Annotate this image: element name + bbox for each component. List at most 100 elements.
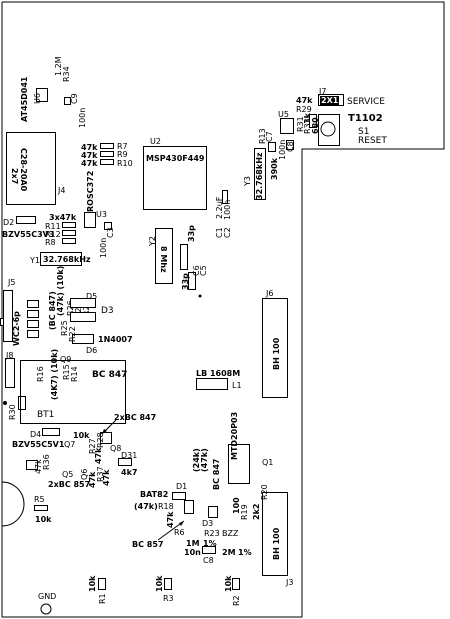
q8-footprint [100, 432, 112, 444]
bt1-ref: BT1 [37, 410, 55, 420]
u5-footprint [280, 118, 294, 134]
mtd-footprint [228, 444, 250, 484]
c1-footprint [222, 190, 228, 204]
r33-footprint [309, 114, 317, 128]
r11-ref: R11 [45, 222, 61, 231]
r-array-value-a: (47k) (10k) [56, 265, 65, 316]
d2-footprint [16, 216, 36, 224]
r20-value: 2k2 [252, 503, 261, 520]
r7-ref: R7 [117, 142, 128, 151]
j8-connector [5, 358, 15, 388]
d4-part: BZV55C5V1 [12, 440, 65, 449]
c7-footprint [268, 142, 276, 152]
d3b-footprint [208, 506, 218, 518]
r-1pct: 1% [203, 539, 217, 548]
r36-ref: R36 [42, 454, 51, 470]
bt1-footprint [20, 360, 126, 424]
d5-ref: D5 [86, 292, 98, 301]
d3-ref: D3 [101, 306, 114, 316]
r12-ref: R12 [45, 230, 61, 239]
r7-value: 47k [81, 143, 98, 152]
r8-ref: R8 [45, 238, 56, 247]
j4-part: C28-20A0 [19, 148, 28, 192]
j6-part: BH 100 [272, 337, 281, 370]
r23b-ref: R23 [204, 529, 220, 538]
r5-value: 10k [35, 515, 52, 524]
d6-ref: D6 [86, 346, 98, 355]
c3-ref: C3 [106, 227, 115, 238]
r6-ref: R6 [174, 528, 185, 537]
r5-footprint [34, 505, 48, 511]
q5-ref: Q5 [62, 470, 74, 479]
q9-part: BC 847 [92, 370, 128, 380]
j7-part: 2X1 [320, 96, 340, 105]
r9-footprint [100, 151, 114, 157]
bc847-vert: BC 847 [212, 458, 221, 490]
d4-footprint [42, 428, 60, 436]
r30-ref: R30 [8, 404, 17, 420]
r-array-value-b: (4K7) (10k) [50, 348, 59, 400]
r34-ref: R34 [62, 66, 71, 82]
r6-value: 47k [166, 511, 175, 528]
bat82-part: BAT82 [140, 490, 169, 499]
s1-ref: S1 [358, 127, 370, 137]
d2-part: BZV55C3V3 [2, 230, 55, 239]
u3-footprint [84, 212, 96, 228]
r1-footprint [98, 578, 106, 590]
r30-footprint [18, 396, 26, 410]
d6-part: 1N4007 [98, 335, 133, 344]
q9-ref: Q9 [60, 355, 72, 364]
r19-ref: R19 [240, 504, 249, 520]
y2-value: 8 Mhz [159, 246, 168, 273]
r-k6-value: 47k [102, 469, 111, 486]
j8-ref: J8 [6, 351, 14, 360]
r-1m-value: 1M [186, 539, 200, 548]
r14-ref: R14 [70, 366, 79, 382]
c5-ref: C5 [199, 265, 208, 276]
r11-footprint [62, 222, 76, 228]
j5-pin [0, 318, 4, 326]
s1-reset-label: RESET [358, 136, 387, 146]
d1-footprint [172, 492, 186, 500]
s1-footprint [318, 114, 340, 146]
r2-ref: R2 [232, 595, 241, 606]
u6-footprint [36, 88, 48, 102]
r5-ref: R5 [34, 495, 45, 504]
r26-footprint [27, 300, 39, 308]
j7-ref: J7 [319, 87, 327, 96]
c9-ref: C9 [70, 93, 79, 104]
j5-ref: J5 [8, 278, 16, 287]
d3-footprint [70, 312, 96, 322]
c9-value: 100n [78, 107, 87, 128]
r9-value: 47k [81, 151, 98, 160]
d2-ref: D2 [3, 218, 15, 227]
c8-footprint [202, 546, 216, 554]
d31-footprint [118, 458, 132, 466]
u2-ref: U2 [150, 137, 161, 146]
j5-part: WC2-6p [12, 311, 21, 346]
y1-value: 32.768kHz [43, 255, 91, 264]
bc857-label: BC 857 [132, 540, 164, 549]
d4-ref: D4 [30, 430, 42, 439]
j3-part: BH 100 [272, 527, 281, 560]
d3b-ref: D3 [202, 519, 214, 528]
j7-service-label: SERVICE [347, 97, 385, 107]
d6-footprint [72, 334, 94, 344]
j3-ref: J3 [286, 578, 294, 587]
r18-ref: R18 [158, 502, 174, 511]
bzz-label: BZZ [222, 529, 239, 538]
j4-ref: J4 [58, 186, 66, 195]
j6-battery-holder [262, 298, 288, 398]
r10-footprint [100, 159, 114, 165]
r29-ref: R29 [296, 105, 312, 114]
c8-footprint-small [286, 140, 294, 150]
c8-ref: C8 [203, 556, 214, 565]
d1-ref: D1 [176, 482, 188, 491]
c3-value: 100n [99, 237, 108, 258]
r27-value: 10k [73, 431, 90, 440]
c2-ref: C2 [223, 227, 232, 238]
c7-ref: C7 [265, 131, 274, 142]
r-47k-value: (47k) [200, 448, 209, 472]
